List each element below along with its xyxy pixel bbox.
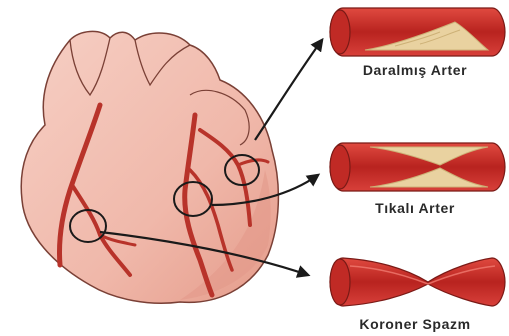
vessel-blocked-end: [330, 145, 350, 189]
label-narrowed-artery: Daralmış Arter: [335, 62, 495, 78]
vessel-blocked: [330, 143, 505, 191]
vessel-spasm-outer: [330, 258, 505, 306]
label-blocked-artery: Tıkalı Arter: [335, 200, 495, 216]
arrow-to-narrowed: [255, 40, 322, 140]
vessel-narrowed: [330, 8, 505, 56]
heart: [21, 31, 278, 303]
vessel-spasm-end: [330, 259, 350, 305]
vessel-spasm: [330, 258, 505, 306]
vessel-narrowed-end: [330, 10, 350, 54]
label-coronary-spasm: Koroner Spazm: [335, 316, 495, 332]
